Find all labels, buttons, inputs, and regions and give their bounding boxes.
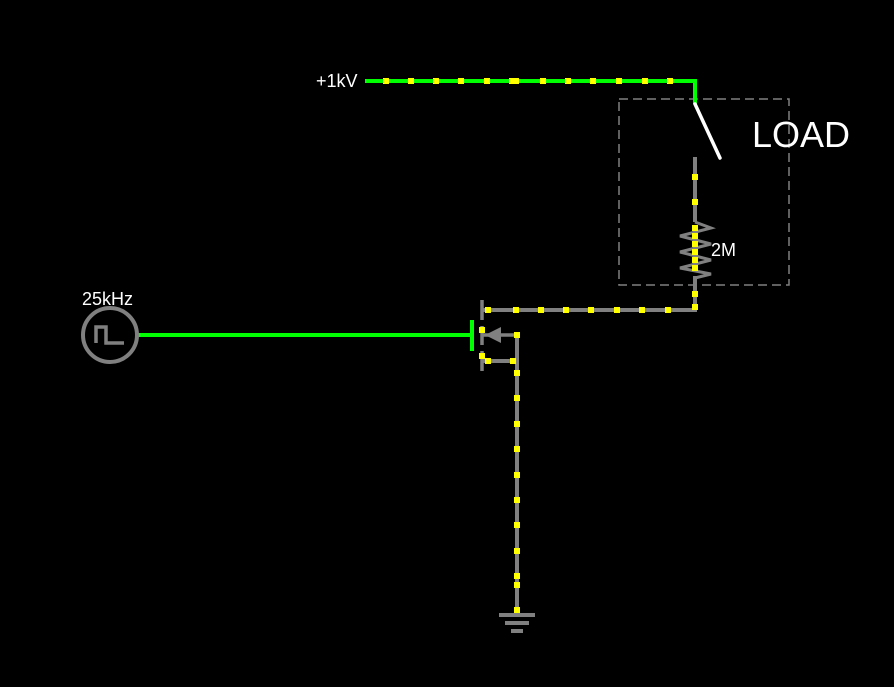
current-dot <box>408 78 414 84</box>
current-dot <box>692 241 698 247</box>
current-dot <box>514 370 520 376</box>
load-box <box>618 98 790 286</box>
current-dot <box>692 265 698 271</box>
supply-label: +1kV <box>316 71 358 91</box>
resistor-icon[interactable] <box>679 220 716 280</box>
current-dot <box>513 78 519 84</box>
current-dot <box>692 249 698 255</box>
current-dot <box>540 78 546 84</box>
current-dot <box>538 307 544 313</box>
current-dot <box>588 307 594 313</box>
current-dot <box>514 421 520 427</box>
current-dot <box>692 291 698 297</box>
supply-wire[interactable] <box>365 79 697 104</box>
current-dot <box>639 307 645 313</box>
current-dot <box>565 78 571 84</box>
current-dot <box>616 78 622 84</box>
current-dot <box>614 307 620 313</box>
current-dot <box>563 307 569 313</box>
current-dot <box>433 78 439 84</box>
ground-wire[interactable] <box>483 335 519 614</box>
resistor-label: 2M <box>711 240 736 260</box>
current-dot <box>514 522 520 528</box>
current-dot <box>692 257 698 263</box>
square-wave-source-icon[interactable] <box>81 306 139 364</box>
source-label: 25kHz <box>82 289 133 309</box>
current-dot <box>590 78 596 84</box>
current-dot <box>485 358 491 364</box>
current-dot <box>513 307 519 313</box>
current-dot <box>514 582 520 588</box>
current-dot <box>485 307 491 313</box>
current-dot <box>514 548 520 554</box>
current-dot <box>692 174 698 180</box>
ground-icon <box>499 613 535 633</box>
current-dot <box>479 353 485 359</box>
current-dot <box>383 78 389 84</box>
current-flow-dots <box>383 78 698 613</box>
current-dot <box>509 78 515 84</box>
current-dot <box>510 358 516 364</box>
current-dot <box>692 304 698 310</box>
switch-icon[interactable] <box>693 102 722 160</box>
current-dot <box>667 78 673 84</box>
current-dot <box>665 307 671 313</box>
current-dot <box>458 78 464 84</box>
current-dot <box>484 78 490 84</box>
current-dot <box>514 472 520 478</box>
current-dot <box>642 78 648 84</box>
current-dot <box>514 497 520 503</box>
current-dot <box>692 225 698 231</box>
current-dot <box>692 233 698 239</box>
current-dot <box>514 446 520 452</box>
current-dot <box>479 327 485 333</box>
current-dot <box>514 573 520 579</box>
load-label: LOAD <box>752 114 850 155</box>
current-dot <box>692 199 698 205</box>
drain-wire[interactable] <box>483 276 697 312</box>
current-dot <box>514 395 520 401</box>
current-dot <box>514 607 520 613</box>
current-dot <box>514 332 520 338</box>
